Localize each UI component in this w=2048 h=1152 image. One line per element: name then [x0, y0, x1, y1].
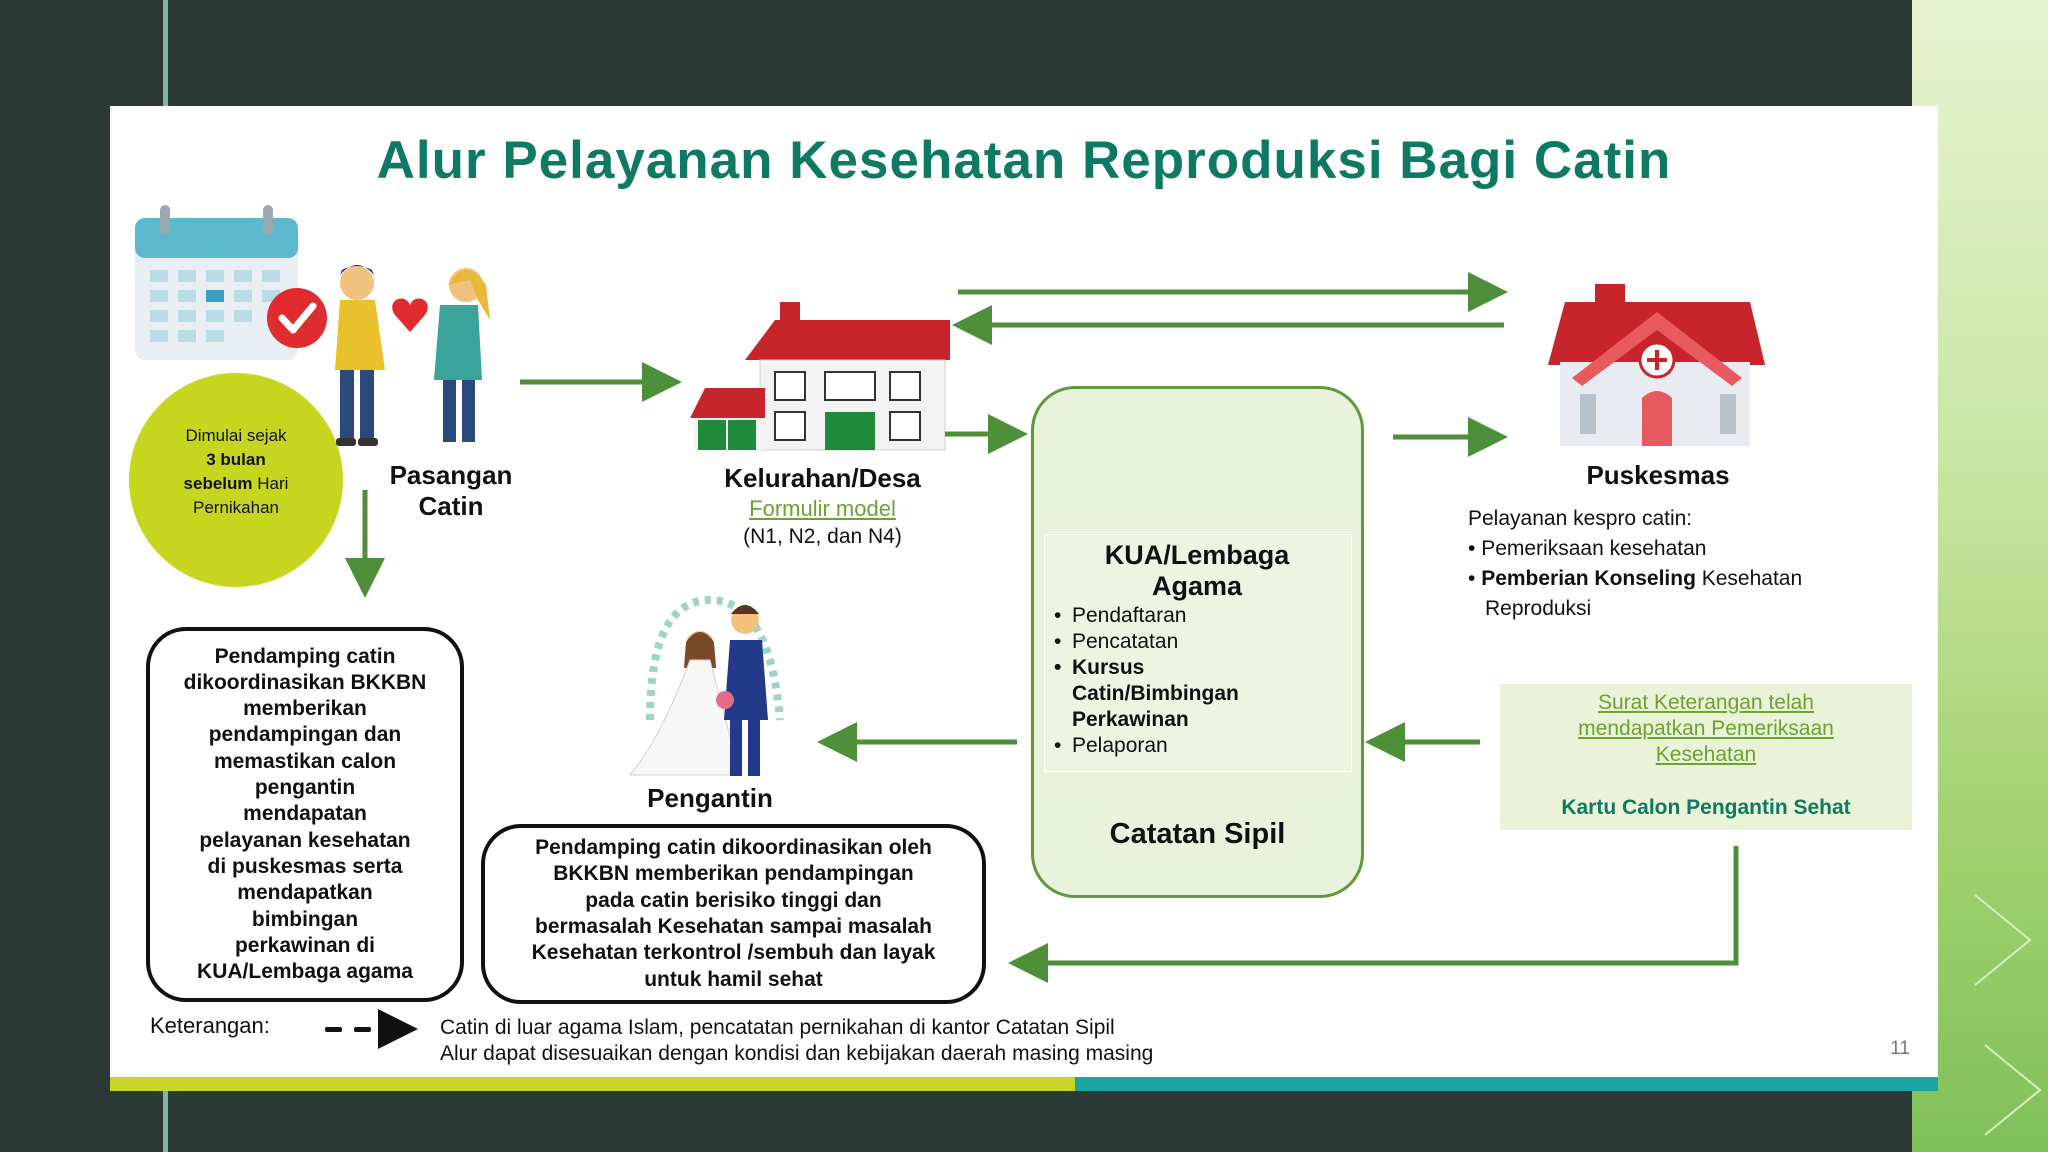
catatan-sipil-label: Catatan Sipil	[1109, 818, 1286, 850]
surat-link-line1[interactable]: Surat Keterangan telah	[1598, 691, 1814, 714]
decorative-chevron-icon	[1984, 1044, 2042, 1136]
box-left-line: Pendamping catin	[214, 644, 396, 668]
box-left-line: bimbingan	[251, 907, 359, 931]
legend-dash	[325, 1027, 342, 1032]
legend-line1: Catin di luar agama Islam, pencatatan pe…	[440, 1016, 1115, 1039]
kelurahan-block: Kelurahan/Desa Formulir model (N1, N2, d…	[700, 462, 945, 550]
surat-keterangan-link[interactable]: Surat Keterangan telah mendapatkan Pemer…	[1500, 690, 1912, 768]
decorative-chevron-icon	[1974, 894, 2032, 986]
box-left-line: pendampingan dan	[208, 723, 402, 747]
surat-link-line3[interactable]: Kesehatan	[1655, 743, 1757, 766]
kelurahan-sub: (N1, N2, dan N4)	[743, 525, 902, 548]
formulir-model-link[interactable]: Formulir model	[749, 496, 896, 521]
puskesmas-item2-bold: Pemberian Konseling	[1481, 567, 1696, 590]
box-left-line: perkawinan di	[234, 933, 376, 957]
start-circle-line3-rest: Hari	[257, 474, 289, 493]
kua-item-kursus-line1: Kursus	[1072, 656, 1145, 679]
pasangan-line2: Catin	[418, 491, 484, 521]
legend-label: Keterangan:	[150, 1013, 270, 1038]
box-left-line: pelayanan kesehatan	[199, 828, 411, 852]
kelurahan-title: Kelurahan/Desa	[724, 463, 921, 493]
kua-item-kursus: Kursus Catin/Bimbingan Perkawinan	[1054, 655, 1344, 733]
check-icon	[267, 288, 327, 348]
box-left-line: KUA/Lembaga agama	[197, 960, 413, 984]
kua-item-pencatatan: Pencatatan	[1054, 629, 1344, 655]
kua-title-line1: KUA/Lembaga	[1104, 540, 1290, 570]
puskesmas-item1: Pemeriksaan kesehatan	[1481, 537, 1707, 560]
box-center-line: Kesehatan terkontrol /sembuh dan layak	[531, 941, 936, 965]
puskesmas-intro: Pelayanan kespro catin:	[1468, 507, 1693, 530]
pengantin-label: Pengantin	[647, 783, 773, 813]
kua-title: KUA/Lembaga Agama	[1044, 540, 1350, 602]
box-center-line: Pendamping catin dikoordinasikan oleh	[535, 836, 932, 860]
box-center-pendamping: Pendamping catin dikoordinasikan oleh BK…	[481, 824, 986, 1004]
puskesmas-services: Pelayanan kespro catin: • Pemeriksaan ke…	[1468, 504, 1888, 624]
bride-groom-icon	[628, 595, 784, 776]
box-left-pendamping: Pendamping catin dikoordinasikan BKKBN m…	[146, 627, 464, 1002]
legend-line2: Alur dapat disesuaikan dengan kondisi da…	[440, 1042, 1154, 1065]
slide-bottom-bar-teal	[1075, 1077, 1938, 1091]
surat-keterangan-box	[1500, 684, 1912, 830]
pasangan-line1: Pasangan	[389, 460, 513, 490]
couple-icon	[335, 265, 490, 446]
legend-text: Catin di luar agama Islam, pencatatan pe…	[440, 1015, 1340, 1067]
puskesmas-building-icon	[1548, 284, 1765, 446]
arrow-surat-to-box-center	[1008, 846, 1739, 983]
page-number: 11	[1890, 1038, 1910, 1059]
surat-link-line2[interactable]: mendapatkan Pemeriksaan	[1578, 717, 1834, 740]
puskesmas-title: Puskesmas	[1586, 460, 1730, 490]
start-circle-line3-bold: sebelum	[183, 474, 253, 493]
kua-item-kursus-line2: Catin/Bimbingan	[1072, 682, 1239, 705]
start-circle-text: Dimulai sejak 3 bulan sebelum Hari Perni…	[140, 424, 332, 520]
kua-item-pendaftaran: Pendaftaran	[1054, 603, 1344, 629]
kua-list: Pendaftaran Pencatatan Kursus Catin/Bimb…	[1054, 603, 1344, 759]
pasangan-catin-label: Pasangan Catin	[370, 460, 532, 522]
start-circle-line4: Pernikahan	[192, 498, 279, 517]
start-circle	[129, 373, 343, 587]
box-left-line: di puskesmas serta	[207, 854, 403, 878]
box-left-line: memberikan	[243, 697, 367, 721]
box-left-line: mendapatan	[243, 802, 367, 826]
box-left-line: pengantin	[254, 776, 356, 800]
kua-title-line2: Agama	[1151, 571, 1243, 601]
start-circle-line1: Dimulai sejak	[185, 426, 287, 445]
kua-item-pelaporan: Pelaporan	[1054, 733, 1344, 759]
puskesmas-item2-line2: Reproduksi	[1485, 597, 1592, 620]
box-left-line: mendapatkan	[237, 881, 373, 905]
slide-title: Alur Pelayanan Kesehatan Reproduksi Bagi…	[376, 131, 1672, 190]
box-center-line: untuk hamil sehat	[644, 967, 823, 991]
box-center-line: pada catin berisiko tinggi dan	[585, 888, 882, 912]
start-circle-line2: 3 bulan	[206, 450, 266, 469]
kua-item-kursus-line3: Perkawinan	[1072, 708, 1189, 731]
calendar-icon	[135, 205, 298, 360]
kelurahan-building-icon	[690, 302, 950, 451]
box-left-line: memastikan calon	[213, 749, 397, 773]
box-center-line: bermasalah Kesehatan sampai masalah	[535, 915, 932, 938]
box-center-line: BKKBN memberikan pendampingan	[553, 862, 914, 886]
puskesmas-item2-rest: Kesehatan	[1701, 567, 1803, 590]
kartu-catin-sehat: Kartu Calon Pengantin Sehat	[1561, 796, 1851, 819]
slide-bottom-bar-yellow	[110, 1077, 1075, 1091]
box-left-line: dikoordinasikan BKKBN	[183, 670, 427, 694]
legend-dash	[354, 1027, 371, 1032]
